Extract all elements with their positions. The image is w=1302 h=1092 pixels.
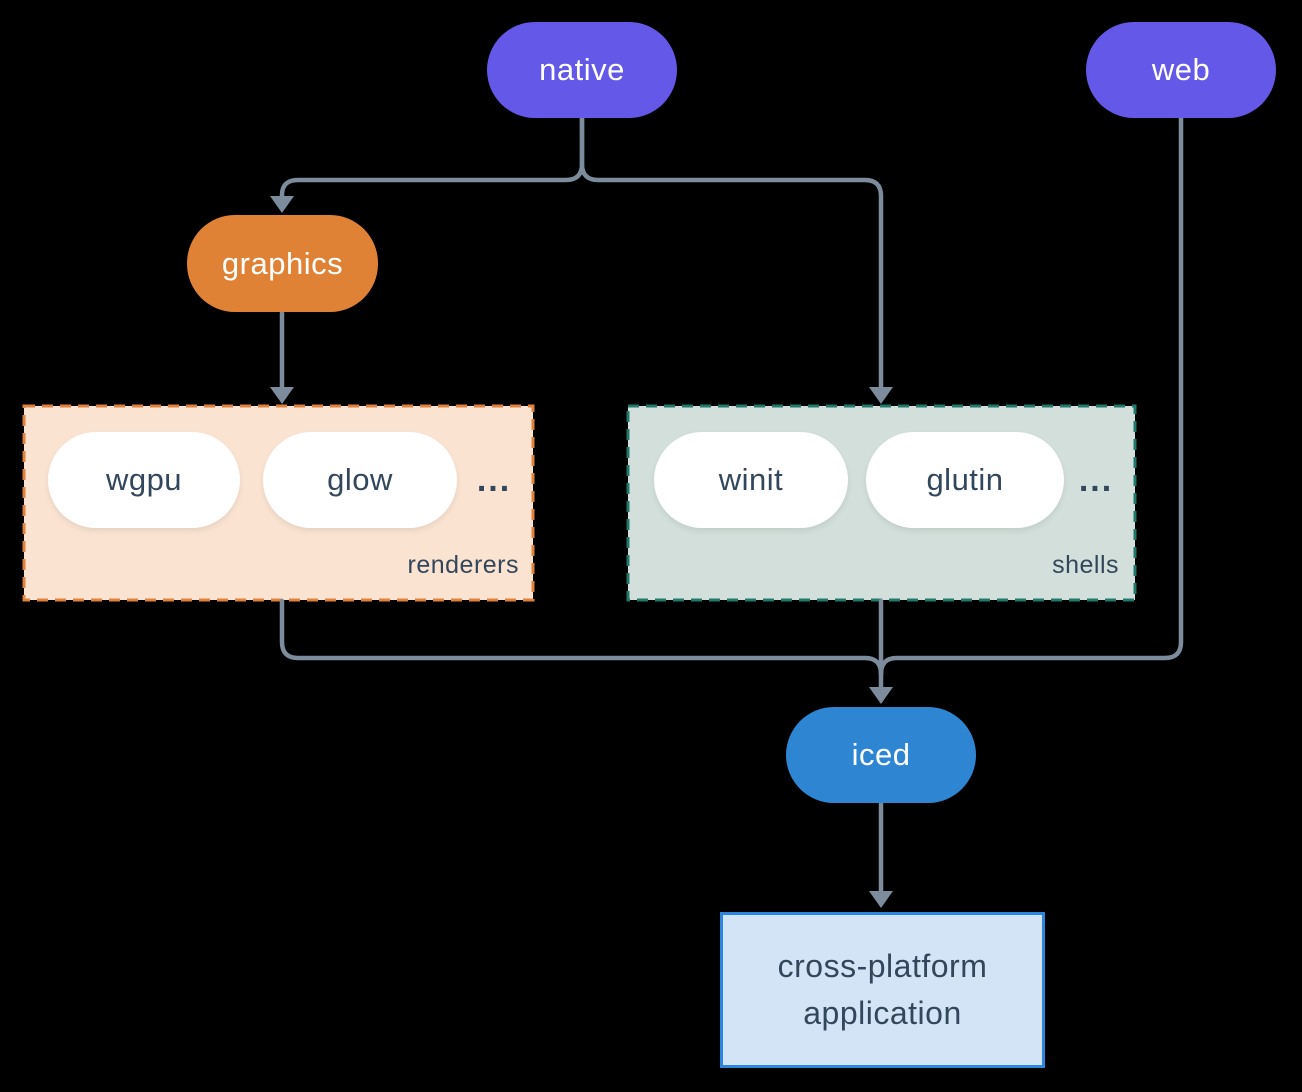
pill-winit-label: winit (718, 462, 784, 497)
group-label-shells: shells (1052, 551, 1119, 579)
arrowhead-application (869, 891, 893, 908)
edge-native-shells (579, 115, 884, 391)
shells-ellipsis: ... (1078, 460, 1114, 499)
node-graphics: graphics (187, 215, 378, 312)
arrowhead-iced (869, 687, 893, 704)
application-box: cross-platform application (720, 912, 1045, 1068)
edge-native-graphics (279, 115, 585, 201)
node-iced-label: iced (851, 737, 911, 772)
pill-wgpu: wgpu (48, 432, 240, 528)
arrowhead-renderers (270, 387, 294, 404)
group-label-renderers: renderers (407, 551, 519, 579)
node-web: web (1086, 22, 1276, 118)
renderers-ellipsis: ... (476, 460, 512, 499)
pill-glow: glow (263, 432, 457, 528)
node-native-label: native (539, 52, 625, 87)
arrowhead-graphics (270, 196, 294, 213)
edge-renderers-junction (279, 598, 884, 677)
pill-wgpu-label: wgpu (105, 462, 183, 497)
pill-glutin-label: glutin (926, 462, 1004, 497)
arrowhead-shells (869, 387, 893, 404)
pill-glow-label: glow (327, 462, 393, 497)
node-graphics-label: graphics (221, 245, 344, 281)
node-native: native (487, 22, 677, 118)
pill-glutin: glutin (866, 432, 1064, 528)
pill-winit: winit (654, 432, 848, 528)
node-iced: iced (786, 707, 976, 803)
node-web-label: web (1151, 52, 1211, 87)
application-box-label: cross-platform application (777, 948, 988, 1031)
